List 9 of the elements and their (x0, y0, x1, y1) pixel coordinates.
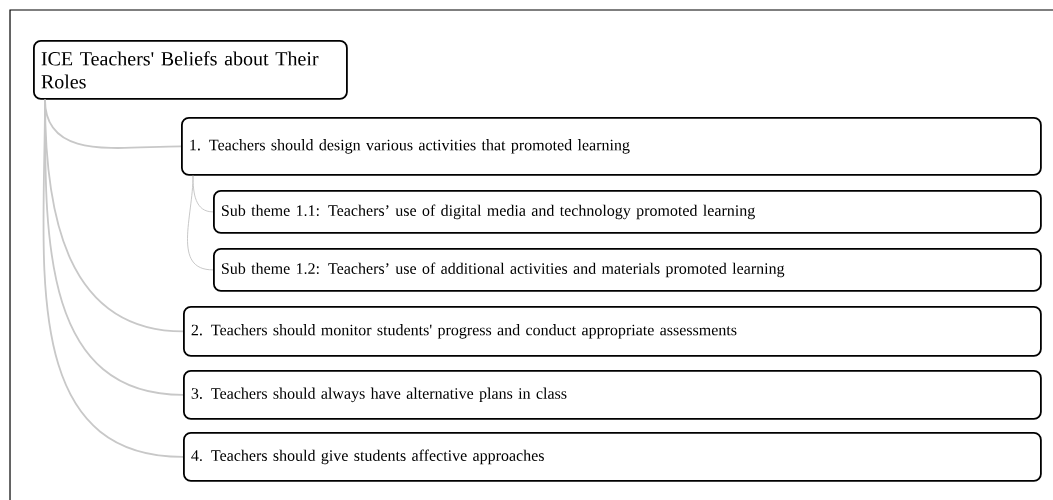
connector (187, 175, 214, 271)
connector (42, 98, 184, 458)
theme-box: Sub theme 1.2: Teachers’ use of additional activities and materials promoted learning (213, 248, 1042, 292)
theme-box: 3. Teachers should always have alternative plans in class (183, 370, 1042, 420)
theme-box: 1. Teachers should design various activities that promoted learning (181, 117, 1042, 176)
theme-box: Sub theme 1.1: Teachers’ use of digital media and technology promoted learning (213, 190, 1042, 234)
theme-box: 2. Teachers should monitor students' progress and conduct appropriate assessments (183, 306, 1042, 357)
theme-box: 4. Teachers should give students affective approaches (183, 432, 1042, 482)
topic-box: ICE Teachers' Beliefs about Their Roles (33, 40, 348, 100)
